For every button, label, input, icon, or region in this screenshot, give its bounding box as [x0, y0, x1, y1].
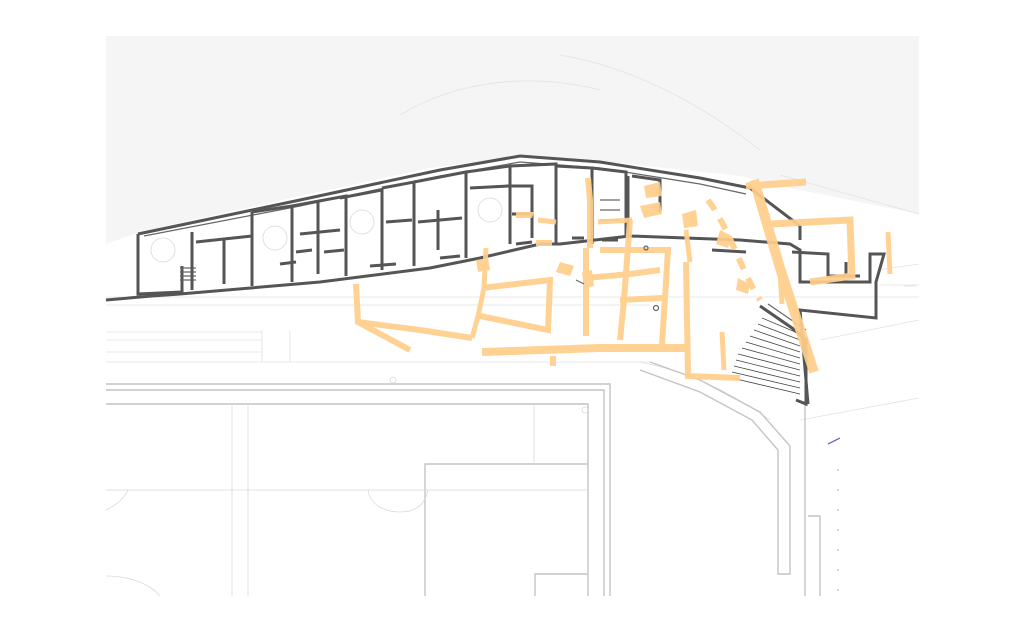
road-dots [837, 469, 839, 591]
sports-court [105, 376, 611, 597]
site-guide-lines [106, 263, 920, 421]
archaeological-remains [353, 177, 893, 381]
site-markers [575, 245, 916, 312]
room-west-end [136, 234, 184, 296]
building [105, 154, 886, 407]
landscape-area [106, 36, 919, 244]
accent-mark [827, 437, 841, 445]
remains-wall-south [481, 344, 690, 356]
stair-treads [731, 317, 801, 395]
building-outer-wall [105, 234, 886, 405]
remains-diagonal-wall [749, 178, 819, 374]
residential-units [190, 162, 860, 290]
building-roof-edge [137, 154, 802, 240]
access-road [639, 361, 841, 596]
facade-ticks [279, 236, 618, 268]
